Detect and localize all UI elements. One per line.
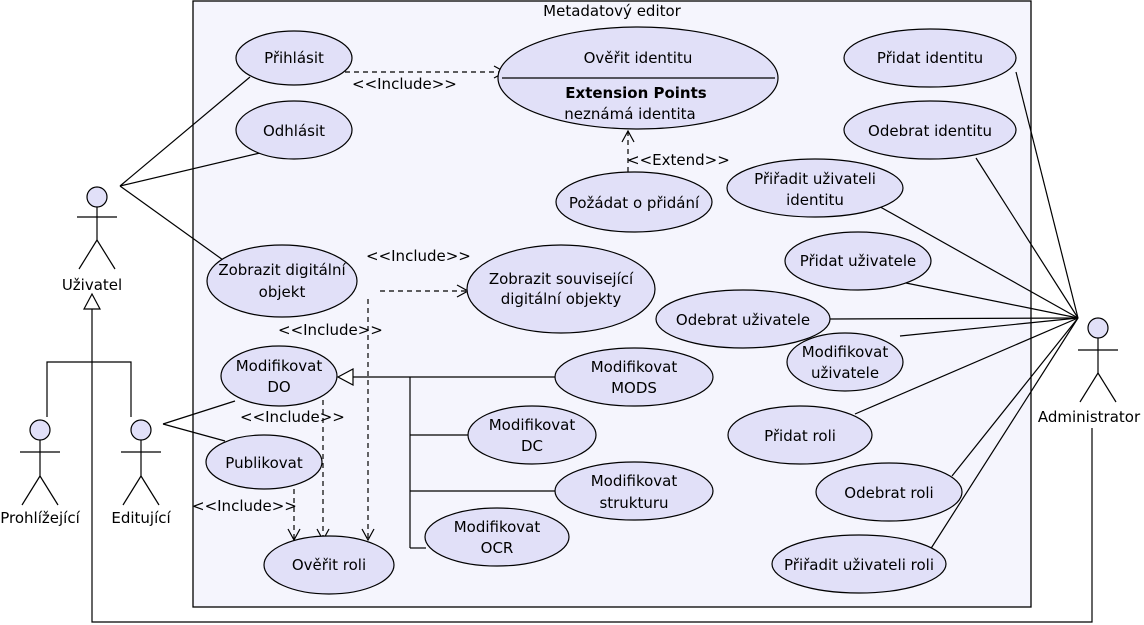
administrator-associations <box>829 71 1079 551</box>
svg-text:Přihlásit: Přihlásit <box>264 49 324 67</box>
svg-text:Modifikovat: Modifikovat <box>591 472 678 490</box>
usecase-zobrazit-digitalni-objekt: Zobrazit digitální objekt <box>206 244 358 318</box>
svg-text:uživatele: uživatele <box>811 364 879 382</box>
svg-text:Přidat identitu: Přidat identitu <box>877 49 983 67</box>
svg-text:Modifikovat: Modifikovat <box>236 357 323 375</box>
usecase-odebrat-identitu: Odebrat identitu <box>843 100 1017 160</box>
usecase-odhlasit: Odhlásit <box>235 100 353 160</box>
svg-text:Přidat uživatele: Přidat uživatele <box>800 252 917 270</box>
usecase-modifikovat-strukturu: Modifikovat strukturu <box>554 461 714 521</box>
usecase-modifikovat-do: Modifikovat DO <box>220 345 338 407</box>
svg-text:Modifikovat: Modifikovat <box>454 518 541 536</box>
svg-text:Odhlásit: Odhlásit <box>263 122 325 140</box>
svg-text:Modifikovat: Modifikovat <box>489 416 576 434</box>
generalization-uzivatel <box>46 292 132 417</box>
usecase-priradit-uzivateli-identitu: Přiřadit uživateli identitu <box>726 158 904 218</box>
usecase-prihlasit: Přihlásit <box>235 30 353 86</box>
usecase-zobrazit-souvisejici: Zobrazit související digitální objekty <box>466 244 656 334</box>
usecase-overit-identitu: Ověřit identitu Extension Points neznámá… <box>497 26 779 130</box>
include-label-prihlasit: <<Include>> <box>352 75 457 93</box>
svg-text:Modifikovat: Modifikovat <box>591 358 678 376</box>
actor-uzivatel-label: Uživatel <box>62 276 122 294</box>
include-label-zobrazit-roli: <<Include>> <box>278 321 383 339</box>
svg-text:Požádat o přidání: Požádat o přidání <box>569 194 700 212</box>
svg-text:Publikovat: Publikovat <box>225 454 303 472</box>
svg-text:Modifikovat: Modifikovat <box>802 343 889 361</box>
svg-text:strukturu: strukturu <box>599 494 668 512</box>
include-label-publikovat-roli: <<Include>> <box>192 497 297 515</box>
svg-text:digitální objekty: digitální objekty <box>501 290 622 308</box>
actor-prohlizejici: Prohlížející <box>0 419 81 527</box>
generalization-administrator <box>91 362 1093 623</box>
actor-uzivatel: Uživatel <box>62 186 122 294</box>
extend-label: <<Extend>> <box>627 151 730 169</box>
usecase-odebrat-roli: Odebrat roli <box>815 462 963 522</box>
generalization-modifikovat <box>336 368 556 549</box>
usecase-modifikovat-dc: Modifikovat DC <box>467 405 597 465</box>
usecase-modifikovat-mods: Modifikovat MODS <box>554 347 714 407</box>
usecase-pridat-roli: Přidat roli <box>727 405 873 465</box>
usecase-modifikovat-ocr: Modifikovat OCR <box>424 507 570 567</box>
svg-text:identitu: identitu <box>786 191 844 209</box>
svg-text:Odebrat roli: Odebrat roli <box>844 484 933 502</box>
actor-prohlizejici-label: Prohlížející <box>0 509 80 527</box>
svg-text:Přiřadit uživateli roli: Přiřadit uživateli roli <box>784 556 934 574</box>
editujici-associations <box>162 400 236 442</box>
usecase-priradit-uzivateli-roli: Přiřadit uživateli roli <box>771 534 947 594</box>
actor-editujici-label: Editující <box>111 509 171 527</box>
svg-text:Přiřadit uživateli: Přiřadit uživateli <box>754 170 876 188</box>
actor-administrator: Administrator <box>1038 317 1141 426</box>
usecase-modifikovat-uzivatele: Modifikovat uživatele <box>786 332 904 392</box>
usecase-odebrat-uzivatele: Odebrat uživatele <box>655 289 831 349</box>
actor-administrator-label: Administrator <box>1038 408 1141 426</box>
usecase-publikovat: Publikovat <box>205 434 323 490</box>
uzivatel-associations <box>119 76 261 266</box>
svg-text:Přidat roli: Přidat roli <box>764 427 836 445</box>
usecase-overit-roli: Ověřit roli <box>263 535 395 595</box>
usecase-pridat-uzivatele: Přidat uživatele <box>784 231 932 291</box>
include-label-modifikovat-roli: <<Include>> <box>240 408 345 426</box>
svg-text:objekt: objekt <box>259 283 306 301</box>
svg-text:DC: DC <box>521 437 543 455</box>
svg-text:MODS: MODS <box>611 379 657 397</box>
usecase-pridat-identitu: Přidat identitu <box>843 28 1017 88</box>
svg-text:Odebrat identitu: Odebrat identitu <box>868 122 992 140</box>
system-title: Metadatový editor <box>543 2 682 20</box>
usecase-pozadat-o-pridani: Požádat o přidání <box>555 171 713 233</box>
svg-text:DO: DO <box>267 378 290 396</box>
svg-text:OCR: OCR <box>481 539 514 557</box>
svg-text:Ověřit identitu: Ověřit identitu <box>584 49 693 67</box>
svg-text:Ověřit roli: Ověřit roli <box>292 556 366 574</box>
svg-text:Odebrat uživatele: Odebrat uživatele <box>676 311 810 329</box>
include-label-zobrazit-souv: <<Include>> <box>366 247 471 265</box>
svg-text:Zobrazit související: Zobrazit související <box>489 270 634 288</box>
svg-text:Zobrazit digitální: Zobrazit digitální <box>218 261 346 279</box>
extension-point-neznama-identita: neznámá identita <box>564 105 695 123</box>
actor-editujici: Editující <box>111 419 171 527</box>
extension-points-title: Extension Points <box>565 84 707 102</box>
